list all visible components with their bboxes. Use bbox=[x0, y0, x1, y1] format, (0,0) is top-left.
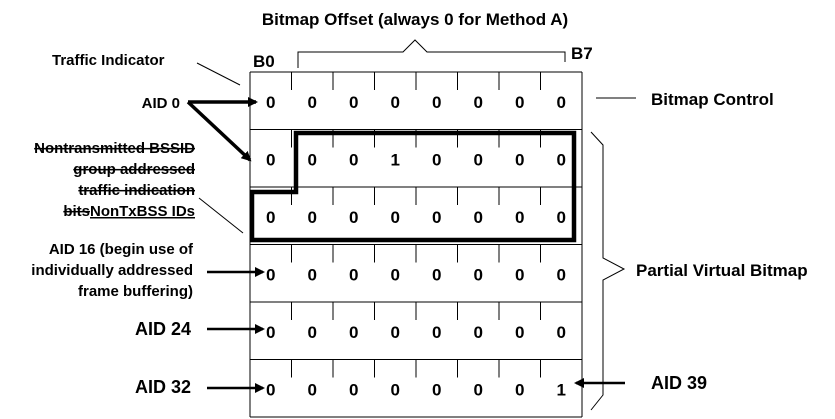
bit-cell: 1 bbox=[557, 380, 566, 399]
bit-cell: 0 bbox=[432, 265, 441, 284]
bit-cell: 0 bbox=[515, 265, 524, 284]
bit-cell: 0 bbox=[308, 208, 317, 227]
bit-cell: 0 bbox=[308, 380, 317, 399]
bit-cell: 0 bbox=[349, 93, 358, 112]
nontx-bssid-label-line-4: bitsNonTxBSS IDs bbox=[63, 203, 195, 220]
bit-cell: 0 bbox=[266, 93, 275, 112]
aid-32-label: AID 32 bbox=[135, 377, 191, 397]
bit-cell: 1 bbox=[391, 150, 400, 169]
bit-cell: 0 bbox=[557, 265, 566, 284]
bit-cell: 0 bbox=[432, 150, 441, 169]
bit-cell: 0 bbox=[349, 380, 358, 399]
nontx-bssid-inserted-text: NonTxBSS IDs bbox=[90, 203, 195, 220]
bit-cell: 0 bbox=[308, 265, 317, 284]
nontx-bssid-struck-text-1: Nontransmitted BSSID bbox=[34, 140, 195, 157]
bit-cell: 0 bbox=[474, 380, 483, 399]
aid-24-label: AID 24 bbox=[135, 319, 191, 339]
bit-cell: 0 bbox=[266, 323, 275, 342]
bit-cell: 0 bbox=[349, 265, 358, 284]
bit-cell: 0 bbox=[515, 150, 524, 169]
partial-virtual-bitmap-label: Partial Virtual Bitmap bbox=[636, 261, 808, 280]
bit-cell: 0 bbox=[474, 265, 483, 284]
bit-cell: 0 bbox=[391, 323, 400, 342]
bit-cell: 0 bbox=[474, 208, 483, 227]
bit-cell: 0 bbox=[432, 208, 441, 227]
traffic-indicator-label: Traffic Indicator bbox=[52, 52, 165, 69]
bit-cell: 0 bbox=[557, 150, 566, 169]
traffic-indicator-leader bbox=[196, 62, 241, 86]
bitmap-grid: 0 0 0 0 0 0 0 0 0 0 0 1 0 0 0 0 0 0 0 0 0 0 0 0 0 0 0 0 0 0 0 0 0 0 0 0 0 0 0 0… bbox=[249, 71, 583, 418]
aid-16-label-line-3: frame buffering) bbox=[78, 283, 193, 300]
bit-cell: 0 bbox=[308, 323, 317, 342]
aid-16-label-line-1: AID 16 (begin use of bbox=[49, 241, 194, 258]
bitmap-offset-title: Bitmap Offset (always 0 for Method A) bbox=[262, 10, 568, 29]
bit-cell: 0 bbox=[515, 93, 524, 112]
bit-cell: 0 bbox=[391, 265, 400, 284]
bit-cell: 0 bbox=[474, 150, 483, 169]
bit-cell: 0 bbox=[515, 380, 524, 399]
bit-cell: 0 bbox=[557, 208, 566, 227]
aid-0-arrow-to-nontx bbox=[186, 100, 252, 162]
bitmap-offset-brace bbox=[297, 39, 566, 68]
bit-cell: 0 bbox=[432, 93, 441, 112]
bit-cell: 0 bbox=[557, 93, 566, 112]
bit-cell: 0 bbox=[474, 323, 483, 342]
bit-cell: 0 bbox=[308, 150, 317, 169]
bit-cell: 0 bbox=[349, 150, 358, 169]
bit-cell: 0 bbox=[432, 323, 441, 342]
nontx-bssid-leader bbox=[198, 197, 244, 234]
bit-cell: 0 bbox=[308, 93, 317, 112]
nontx-bssid-struck-text-3: traffic indication bbox=[78, 182, 195, 199]
bit-cell: 0 bbox=[432, 380, 441, 399]
bit-cell: 0 bbox=[266, 150, 275, 169]
bit-label-b7: B7 bbox=[571, 44, 593, 63]
bit-cell: 0 bbox=[349, 323, 358, 342]
bit-cell: 0 bbox=[557, 323, 566, 342]
nontx-bssid-outline bbox=[249, 130, 577, 243]
bit-cell: 0 bbox=[391, 93, 400, 112]
nontx-bssid-struck-text-2: group addressed bbox=[73, 161, 195, 178]
bit-cell: 0 bbox=[391, 380, 400, 399]
bit-cell: 0 bbox=[266, 380, 275, 399]
bit-cell: 0 bbox=[474, 93, 483, 112]
bit-cell: 0 bbox=[391, 208, 400, 227]
bit-cell: 0 bbox=[349, 208, 358, 227]
bit-cell: 0 bbox=[266, 208, 275, 227]
bit-cell: 0 bbox=[515, 323, 524, 342]
bit-label-b0: B0 bbox=[253, 52, 275, 71]
aid-16-label-line-2: individually addressed bbox=[31, 262, 193, 279]
aid-0-label: AID 0 bbox=[142, 95, 180, 112]
bit-cell: 0 bbox=[266, 265, 275, 284]
partial-virtual-bitmap-brace bbox=[590, 131, 626, 411]
bitmap-control-label: Bitmap Control bbox=[651, 90, 774, 109]
bit-cell: 0 bbox=[515, 208, 524, 227]
nontx-bssid-struck-text-4: bits bbox=[63, 203, 90, 220]
aid-39-label: AID 39 bbox=[651, 373, 707, 393]
